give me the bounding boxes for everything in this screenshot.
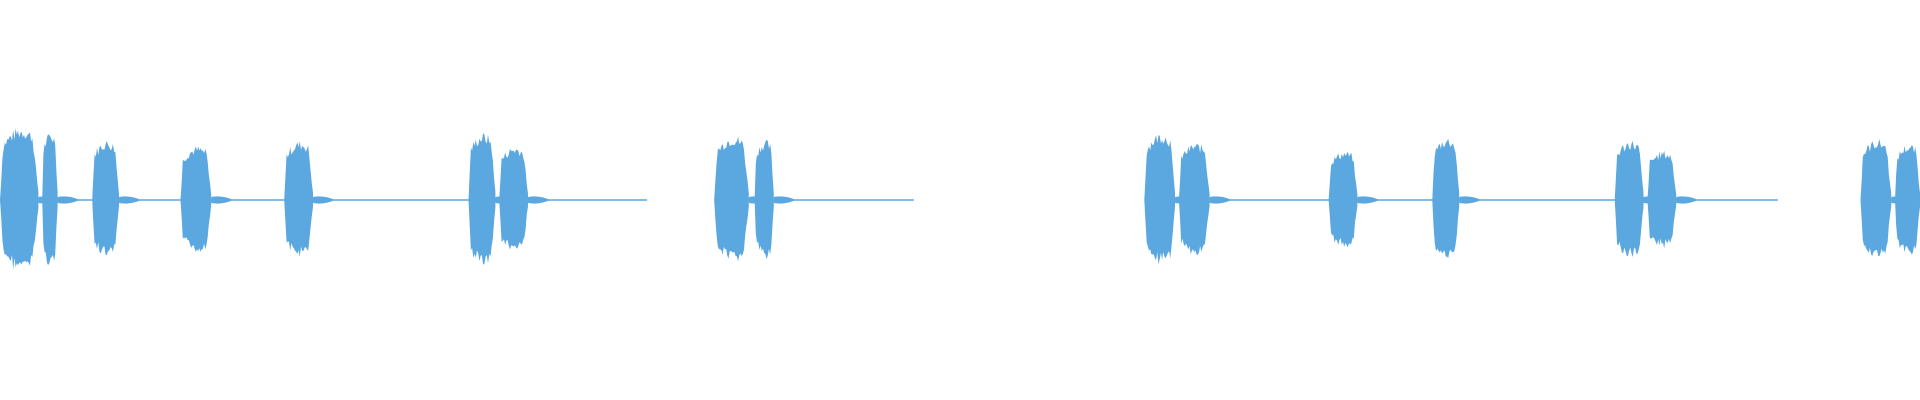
waveform-burst — [1860, 139, 1892, 257]
waveform-burst — [284, 141, 313, 257]
waveform-burst — [0, 128, 39, 270]
waveform-burst — [1895, 145, 1920, 255]
waveform-burst — [714, 136, 749, 262]
waveform-burst — [1328, 151, 1358, 248]
waveform-burst-tail — [1357, 196, 1380, 204]
waveform-bursts — [0, 128, 1920, 270]
waveform-burst-tail — [1459, 196, 1482, 204]
waveform-burst — [42, 134, 58, 266]
waveform-burst — [499, 148, 528, 250]
waveform-burst — [1432, 138, 1460, 258]
waveform-burst-tail — [211, 196, 234, 204]
waveform-burst-tail — [773, 196, 796, 204]
waveform-burst-tail — [312, 196, 335, 204]
waveform-burst-tail — [57, 196, 80, 204]
waveform-burst-tail — [1209, 196, 1232, 204]
waveform-burst-tail — [1676, 196, 1699, 204]
waveform-burst — [92, 140, 119, 256]
waveform-burst-tail — [528, 196, 550, 204]
waveform-burst — [468, 133, 496, 265]
waveform-burst — [180, 146, 212, 253]
waveform-burst — [1178, 144, 1210, 255]
waveform-burst — [1647, 150, 1677, 249]
waveform-burst — [1614, 141, 1644, 257]
waveform-burst — [1144, 135, 1175, 265]
waveform-burst — [754, 139, 774, 260]
waveform-burst-tail — [119, 196, 142, 204]
